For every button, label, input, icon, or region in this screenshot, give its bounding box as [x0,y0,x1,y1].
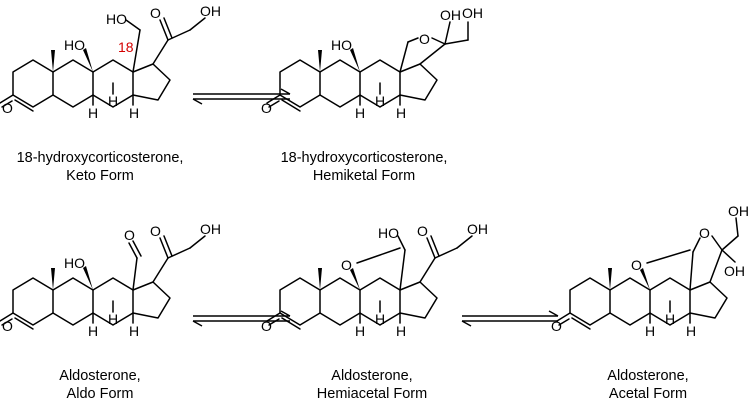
atom-label-h14: H [396,105,406,121]
equilibrium-arrow [461,310,559,327]
equilibrium-arrow [192,310,291,327]
atom-label-c3-oxygen: O [261,100,272,116]
structure-hemiacetal: O HO O OH O H H H [261,221,488,339]
caption-name: Aldosterone, [59,368,140,384]
atom-label-ho11: HO [64,255,85,271]
structure-aldo: HO O O OH O H H H [0,221,221,339]
structure-acetal: O O OH OH O H H H [551,203,749,339]
caption-hemiacetal: Aldosterone, Hemiacetal Form [317,368,427,402]
caption-name: 18-hydroxycorticosterone, [17,150,184,166]
steroid-core-bonds [266,235,473,330]
atom-label-h9: H [645,323,655,339]
atom-label-ring-oxygen: O [699,225,710,241]
atom-label-oh21: OH [728,203,749,219]
atom-label-h8: H [108,93,118,109]
caption-form: Acetal Form [609,386,687,402]
structure-keto: HO HO 18 O OH O H H H [0,3,221,121]
atom-label-ho11: HO [331,37,352,53]
atom-label-c20-oxygen: O [150,5,161,21]
atom-label-ho18: HO [378,225,399,241]
atom-label-oh21: OH [467,221,488,237]
structure-hemiketal: HO O OH OH O H H H [261,5,483,121]
atom-label-ring-oxygen: O [419,31,430,47]
steroid-core-bonds [0,17,206,112]
atom-label-h9: H [355,323,365,339]
atom-label-h8: H [108,311,118,327]
atom-label-c3-oxygen: O [2,318,13,334]
caption-name: Aldosterone, [607,368,688,384]
atom-label-oh20: OH [724,263,745,279]
atom-label-oh21: OH [462,5,483,21]
atom-label-aldehyde-oxygen: O [124,227,135,243]
atom-label-bridge-oxygen: O [631,257,642,273]
caption-form: Hemiketal Form [313,168,415,184]
caption-acetal: Aldosterone, Acetal Form [607,368,688,402]
caption-form: Keto Form [66,168,134,184]
atom-label-oh21: OH [200,221,221,237]
atom-label-c20-oxygen: O [417,223,428,239]
atom-label-h8: H [375,311,385,327]
caption-aldo: Aldosterone, Aldo Form [59,368,140,402]
atom-label-c3-oxygen: O [551,318,562,334]
atom-label-c3-oxygen: O [261,318,272,334]
atom-label-h9: H [88,323,98,339]
atom-label-c20-oxygen: O [150,223,161,239]
atom-label-ho11: HO [64,37,85,53]
caption-hemiketal: 18-hydroxycorticosterone, Hemiketal Form [281,150,448,184]
steroid-core-bonds [0,235,206,330]
steroid-core-bonds [556,217,739,330]
atom-label-h8: H [375,93,385,109]
atom-label-h14: H [686,323,696,339]
atom-label-c3-oxygen: O [2,100,13,116]
atom-label-oh20: OH [440,7,461,23]
caption-name: 18-hydroxycorticosterone, [281,150,448,166]
caption-name: Aldosterone, [331,368,412,384]
atom-label-h9: H [88,105,98,121]
caption-keto: 18-hydroxycorticosterone, Keto Form [17,150,184,184]
atom-label-h14: H [396,323,406,339]
atom-label-h8: H [665,311,675,327]
atom-label-oh21: OH [200,3,221,19]
atom-label-h14: H [129,105,139,121]
atom-label-h9: H [355,105,365,121]
equilibrium-arrow [192,88,291,105]
caption-form: Hemiacetal Form [317,386,427,402]
atom-label-bridge-oxygen: O [341,257,352,273]
steroid-core-bonds [266,21,469,112]
atom-label-h14: H [129,323,139,339]
caption-form: Aldo Form [67,386,134,402]
locant-18: 18 [118,39,134,55]
atom-label-ho18: HO [106,11,127,27]
